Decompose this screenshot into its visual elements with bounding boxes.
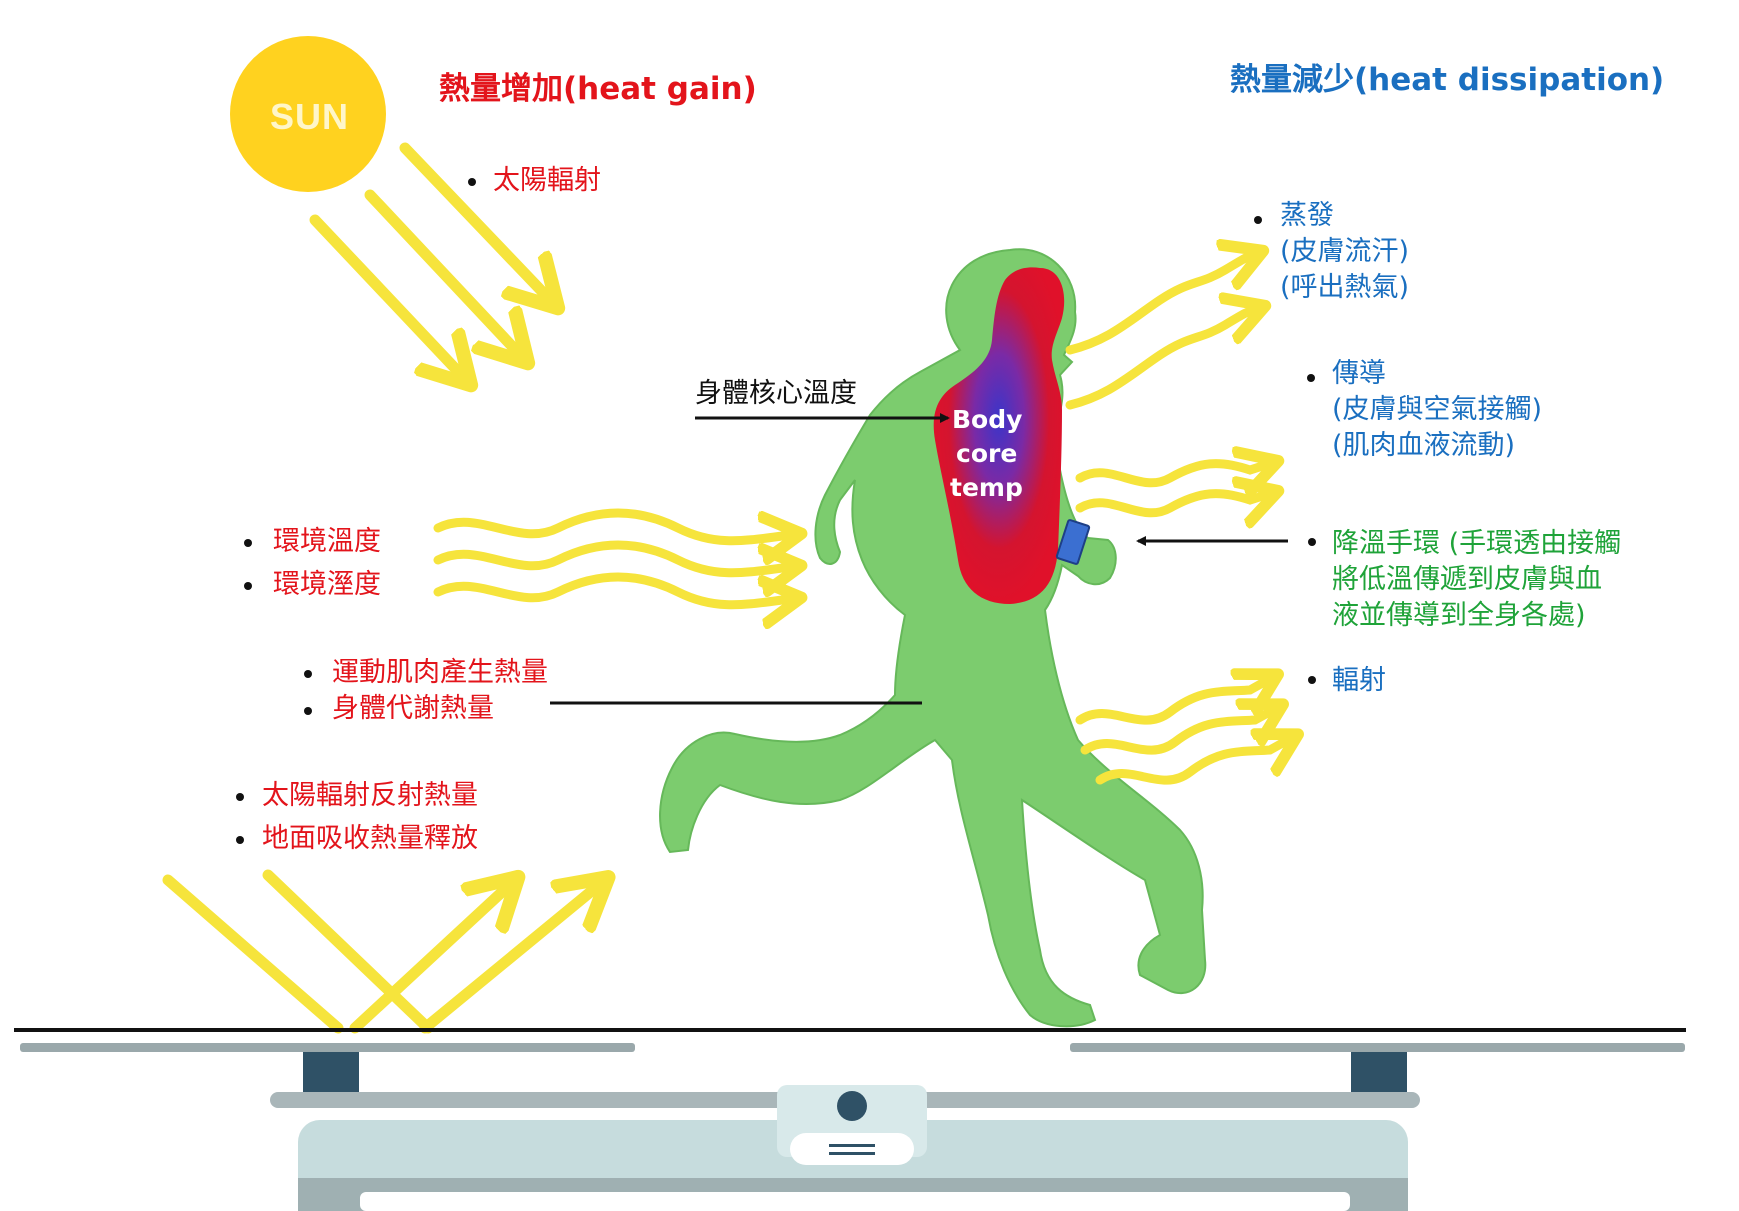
sun-icon (230, 36, 386, 192)
solar-radiation-label: 太陽輻射 (493, 165, 601, 196)
metabolic-heat-label: 身體代謝熱量 (332, 693, 494, 724)
sun (230, 36, 386, 192)
bullet-icon (1307, 374, 1315, 382)
reflected-heat-label: 太陽輻射反射熱量 (262, 780, 478, 811)
heat-wave-arrow (433, 540, 798, 573)
core-text-line-3: temp (950, 473, 1023, 502)
bullet-icon (1308, 676, 1316, 684)
sun-ray-arrow (364, 189, 525, 360)
bullet-icon (244, 582, 252, 590)
heat-dissipation-heading: 熱量減少(heat dissipation) (1230, 62, 1665, 98)
incoming-ray (162, 874, 344, 1034)
scale-pivot-knob (837, 1091, 867, 1121)
bullet-icon (304, 670, 312, 678)
sun-ray-arrow (309, 214, 468, 382)
ground-reflection-rays (162, 869, 605, 1034)
evaporation-label: 蒸發 (皮膚流汗) (呼出熱氣) (1280, 200, 1410, 303)
reflected-ray-arrow (419, 880, 605, 1034)
ground-release-label: 地面吸收熱量釋放 (262, 823, 478, 854)
bullet-icon (468, 178, 476, 186)
core-temp-label: 身體核心溫度 (695, 378, 857, 409)
sun-label: SUN (270, 96, 350, 137)
core-text-line-2: core (956, 439, 1018, 468)
runner-silhouette (659, 248, 1207, 1028)
bullet-icon (236, 793, 244, 801)
evaporation-wave-arrow (1065, 307, 1262, 410)
muscle-heat-label: 運動肌肉產生熱量 (332, 657, 548, 688)
left-pan-post (303, 1052, 359, 1092)
left-scale-pan (20, 1043, 635, 1052)
radiation-wave-arrow (1080, 706, 1280, 755)
bullet-icon (1254, 216, 1262, 224)
bullet-icon (244, 539, 252, 547)
heat-wave-arrow (433, 508, 798, 541)
heat-wave-arrow (433, 572, 798, 605)
right-scale-pan (1070, 1043, 1685, 1052)
evaporation-wave-arrow (1065, 252, 1260, 355)
scale-base-foot (360, 1192, 1350, 1211)
scale-handle-line (829, 1144, 875, 1147)
right-pan-post (1351, 1052, 1407, 1092)
env-temperature-label: 環境溫度 (273, 526, 381, 557)
core-text-line-1: Body (952, 405, 1023, 434)
bullet-icon (236, 836, 244, 844)
reflected-ray-arrow (349, 880, 515, 1034)
body-core-region (933, 267, 1065, 604)
cooling-band-icon (1055, 519, 1091, 565)
runner-body (659, 248, 1207, 1028)
incoming-ray (262, 869, 434, 1034)
radiation-label: 輻射 (1332, 665, 1386, 696)
sun-ray-arrow (399, 142, 555, 305)
heat-gain-heading: 熱量增加(heat gain) (439, 71, 757, 107)
bullet-icon (1308, 538, 1316, 546)
sun-rays (309, 142, 555, 382)
environment-heat-waves (433, 508, 798, 605)
bullet-icon (304, 707, 312, 715)
radiation-wave-arrow (1075, 676, 1275, 725)
pointer-lines (550, 413, 1288, 705)
scale-handle (790, 1133, 914, 1165)
balance-scale (14, 1028, 1686, 1211)
conduction-label: 傳導 (皮膚與空氣接觸) (肌肉血液流動) (1332, 358, 1543, 461)
env-humidity-label: 環境溼度 (273, 569, 381, 600)
radiation-wave-arrow (1095, 736, 1295, 785)
conduction-wave-arrow (1075, 492, 1275, 513)
dissipation-waves (1065, 252, 1295, 785)
cooling-band-label: 降溫手環 (手環透由接觸 將低溫傳遞到皮膚與血 液並傳導到全身各處) (1332, 528, 1622, 631)
scale-handle-line (829, 1152, 875, 1155)
scale-beam-line (14, 1028, 1686, 1032)
conduction-wave-arrow (1075, 462, 1275, 483)
